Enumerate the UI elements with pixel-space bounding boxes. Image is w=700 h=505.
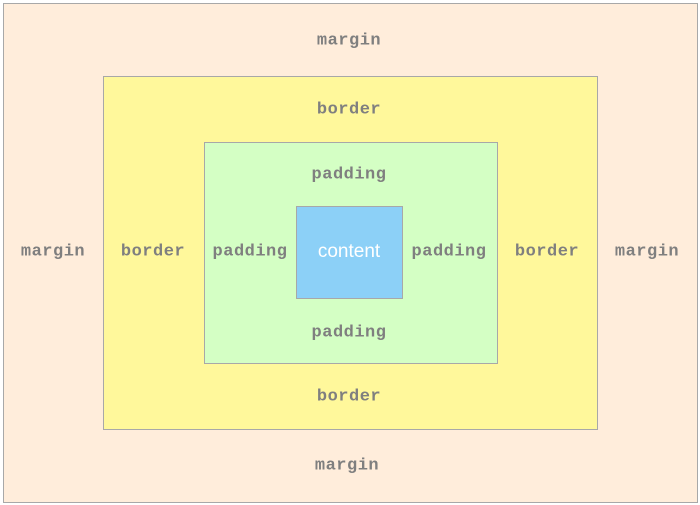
margin-label-right: margin: [614, 242, 680, 262]
content-area: [296, 206, 403, 299]
padding-label-bottom: padding: [311, 323, 387, 343]
border-label-top: border: [316, 100, 382, 120]
margin-label-top: margin: [316, 31, 382, 51]
margin-label-left: margin: [20, 242, 86, 262]
padding-label-top: padding: [311, 165, 387, 185]
border-label-bottom: border: [316, 387, 382, 407]
content-label: content: [317, 241, 381, 262]
border-label-left: border: [120, 242, 186, 262]
padding-label-left: padding: [212, 242, 288, 262]
border-label-right: border: [514, 242, 580, 262]
margin-label-bottom: margin: [314, 456, 380, 476]
padding-label-right: padding: [411, 242, 487, 262]
